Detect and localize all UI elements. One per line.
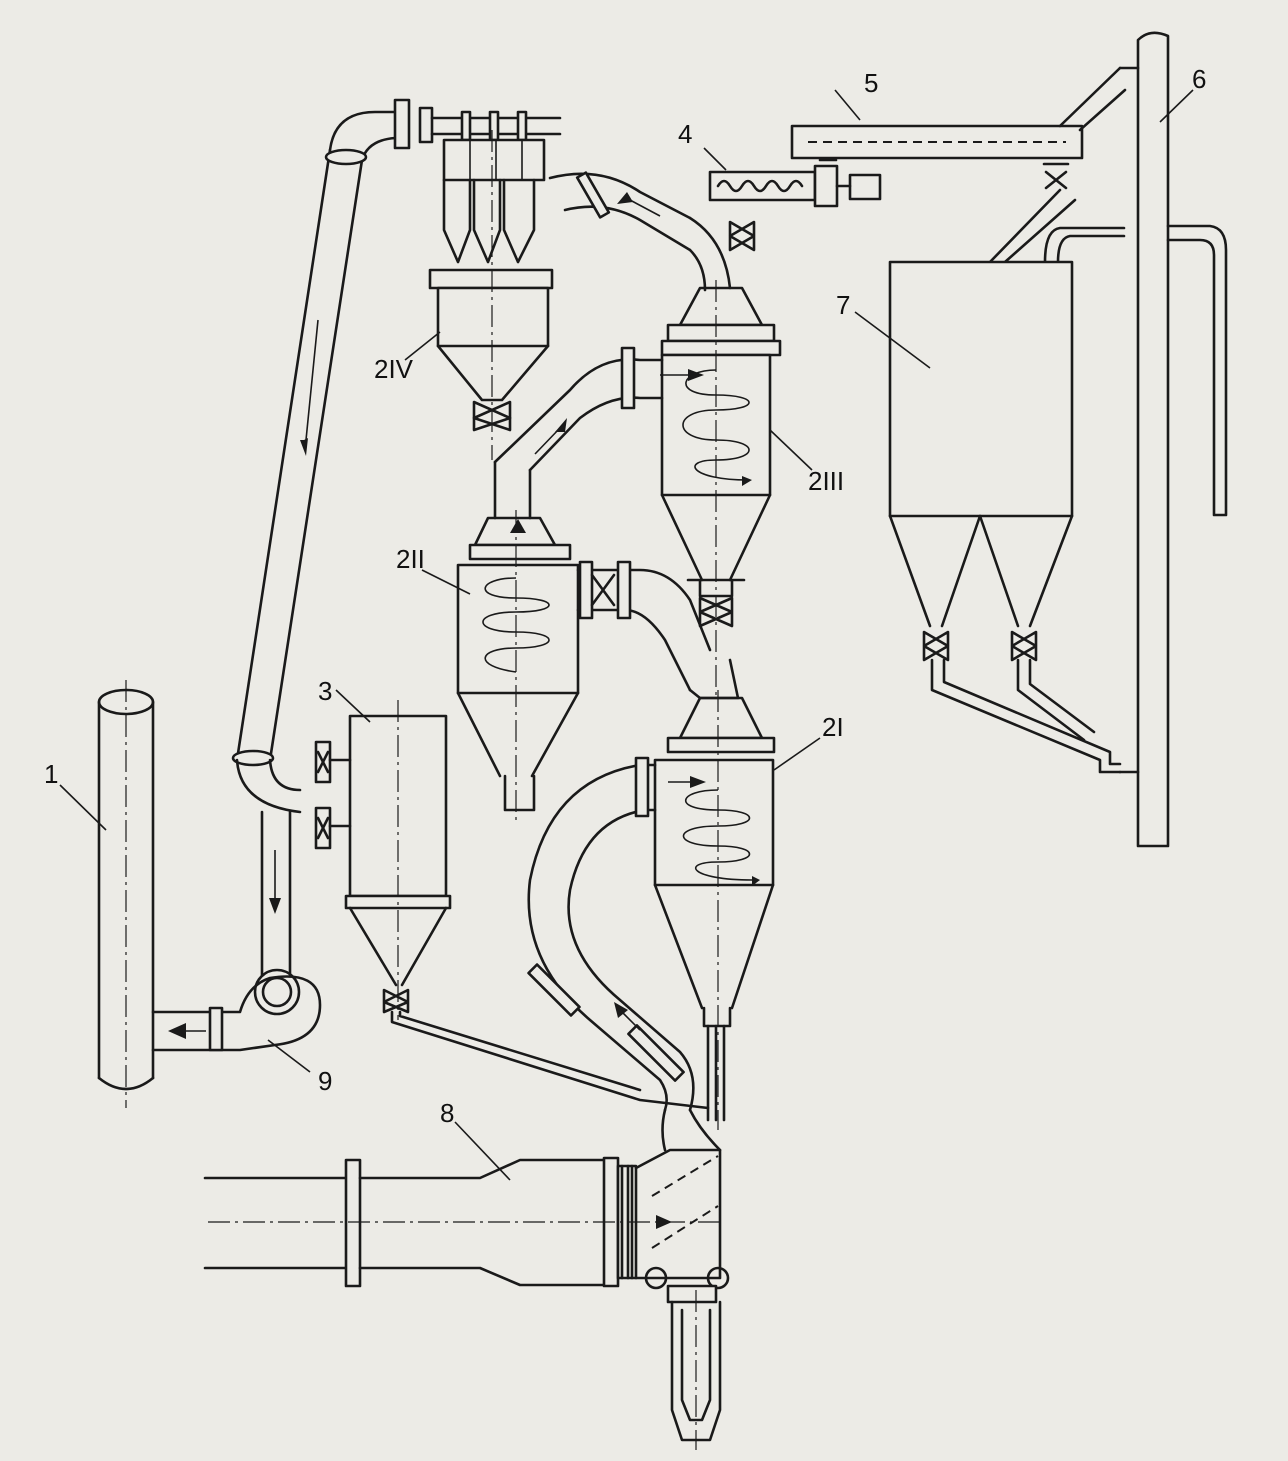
support-column-6 [988,31,1228,848]
label-2III: 2III [808,466,844,496]
silo-7 [854,260,1122,774]
exhaust-stack-1 [59,680,155,1108]
duct-2I-to-2III-top [548,171,732,292]
label-3: 3 [318,676,332,706]
cyclone-2I [653,690,821,1130]
cyclone-2III [660,280,813,700]
fan-9 [151,968,322,1073]
label-2II: 2II [396,544,425,574]
callout-labels: 1 9 3 8 2IV 2II 2III 2I 4 5 6 7 [44,64,1206,1128]
label-1: 1 [44,759,58,789]
label-5: 5 [864,68,878,98]
rotary-kiln-8 [203,1121,730,1450]
label-7: 7 [836,290,850,320]
riser-duct [527,756,722,1152]
return-duct [231,98,434,977]
label-9: 9 [318,1066,332,1096]
label-2I: 2I [822,712,844,742]
cyclone-2II [421,460,580,820]
label-2IV: 2IV [374,354,414,384]
label-6: 6 [1192,64,1206,94]
duct-2I-to-2II [576,560,740,700]
dust-collector-3 [314,689,710,1110]
cyclone-2IV [404,110,562,460]
duct-2II-to-2III [493,346,704,472]
label-4: 4 [678,119,692,149]
screw-feeder-4 [703,147,882,252]
label-8: 8 [440,1098,454,1128]
conveyor-5 [790,89,1084,190]
